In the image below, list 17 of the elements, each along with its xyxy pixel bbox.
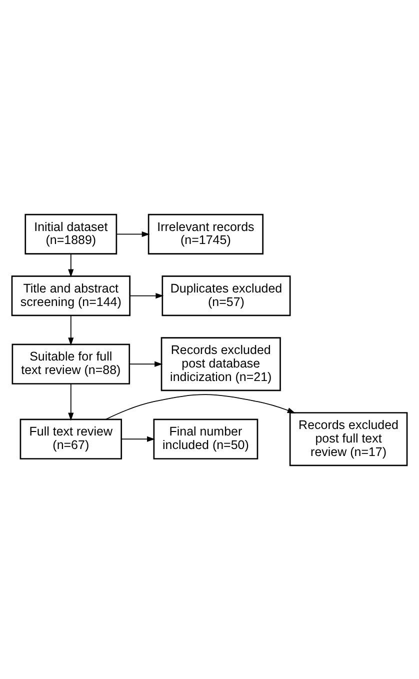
arrow — [121, 436, 156, 442]
node-box: Duplicates excluded (n=57) — [162, 275, 291, 316]
arrow — [129, 360, 163, 366]
node-box: Records excluded post full text review (n=17) — [289, 412, 408, 466]
arrow — [68, 253, 74, 277]
arrow — [130, 292, 164, 298]
node-box: Final number included (n=50) — [153, 418, 258, 459]
arrow — [68, 382, 74, 420]
arrow — [68, 314, 74, 346]
node-box: Full text review (n=67) — [20, 418, 122, 459]
node-box: Title and abstract screening (n=144) — [11, 275, 130, 316]
node-box: Irrelevant records (n=1745) — [148, 213, 264, 254]
node-box: Initial dataset (n=1889) — [24, 213, 118, 254]
arrow — [116, 230, 150, 237]
node-box: Records excluded post database indicization (n=21) — [160, 336, 281, 391]
node-box: Suitable for full text review (n=88) — [12, 343, 130, 384]
arrow — [105, 394, 296, 420]
